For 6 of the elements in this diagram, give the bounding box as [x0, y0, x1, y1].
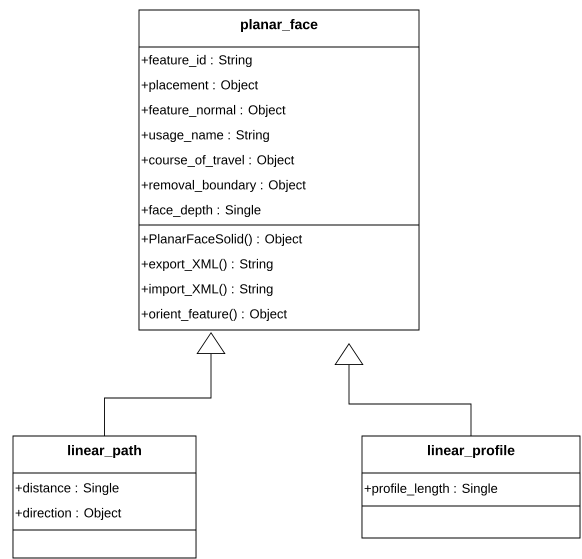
empty-compartment [12, 530, 196, 558]
inheritance-arrow [334, 343, 472, 436]
class-compartment: +profile_length : Single [362, 472, 580, 506]
class-compartment: +feature_id : String +placement : Object +feature_normal : Object +usage_name : String +course_of_travel : Object +removal_boundary : Object +face_depth : Single [138, 46, 420, 226]
empty-compartment [362, 506, 580, 538]
class-compartment: +PlanarFaceSolid() : Object +export_XML() : String +import_XML() : String +orient_feature() : Object [138, 224, 420, 330]
